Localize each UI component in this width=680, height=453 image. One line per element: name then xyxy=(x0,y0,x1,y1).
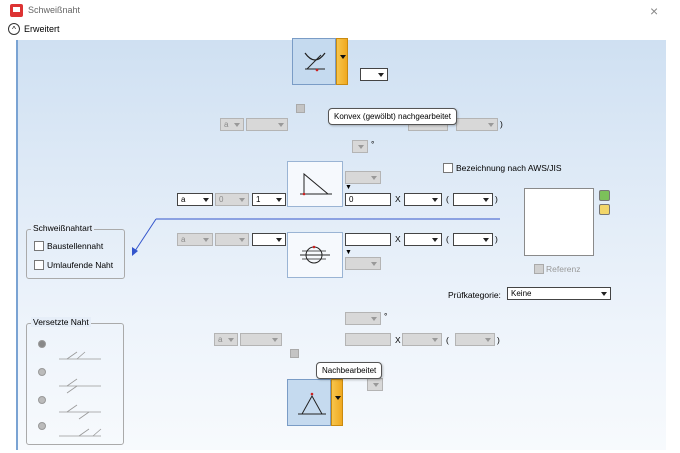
bottom-spacing-combo[interactable] xyxy=(455,333,495,346)
top-angle-combo[interactable] xyxy=(352,140,368,153)
offset-weld-group xyxy=(26,323,124,445)
convex-fillet-weld-icon xyxy=(304,52,326,72)
upper-symbol-arrow-icon[interactable]: ▼ xyxy=(345,184,352,191)
top-degree-sign: ° xyxy=(371,139,375,149)
weld-type-group: Baustellennaht Umlaufende Naht xyxy=(26,229,125,279)
top-weld-symbol-button[interactable] xyxy=(292,38,336,85)
offset-weld-diagrams-icon xyxy=(59,351,102,437)
top-extra-dropdown[interactable] xyxy=(360,68,388,81)
app-icon xyxy=(10,4,23,17)
upper-length-field[interactable]: 0 xyxy=(345,193,391,206)
referenz-checkbox[interactable] xyxy=(534,264,544,274)
upper-weld-symbol-button[interactable] xyxy=(287,161,343,207)
aws-label: Bezeichnung nach AWS/JIS xyxy=(456,163,562,173)
upper-paren-open: ( xyxy=(446,194,449,204)
bottom-checkbox[interactable] xyxy=(290,349,299,358)
baustellennaht-checkbox[interactable] xyxy=(34,241,44,251)
lower-spacing-combo[interactable] xyxy=(453,233,493,246)
upper-one-combo[interactable]: 1 xyxy=(252,193,286,206)
bottom-a-combo[interactable]: a xyxy=(214,333,238,346)
upper-angle-combo[interactable] xyxy=(345,171,381,184)
bottom-angle-combo[interactable] xyxy=(345,312,381,325)
tooltip-nachbearbeitet: Nachbearbeitet xyxy=(316,362,383,379)
pruefkategorie-label: Prüfkategorie: xyxy=(448,290,501,300)
advanced-label: Erweitert xyxy=(24,24,60,34)
bottom-symbol-dropdown[interactable] xyxy=(331,379,343,426)
top-checkbox[interactable] xyxy=(296,104,305,113)
tooltip-convex: Konvex (gewölbt) nachgearbeitet xyxy=(328,108,457,125)
offset-weld-title: Versetzte Naht xyxy=(31,317,91,327)
top-spacing-combo[interactable] xyxy=(456,118,498,131)
lower-x-label: X xyxy=(395,234,401,244)
referenz-label: Referenz xyxy=(546,264,581,274)
title-bar: Schweißnaht × xyxy=(0,0,680,22)
chevron-up-icon: ^ xyxy=(8,23,20,35)
lower-count-combo[interactable] xyxy=(404,233,442,246)
top-paren-close: ) xyxy=(500,119,503,129)
bottom-extra-combo[interactable] xyxy=(367,378,383,391)
lower-n-combo[interactable] xyxy=(215,233,249,246)
lower-one-combo[interactable] xyxy=(252,233,286,246)
upper-paren-close: ) xyxy=(495,194,498,204)
lower-length-field[interactable] xyxy=(345,233,391,246)
upper-count-combo[interactable] xyxy=(404,193,442,206)
fillet-weld-icon xyxy=(300,172,332,196)
umlaufende-naht-label: Umlaufende Naht xyxy=(47,260,114,270)
bottom-x-label: X xyxy=(395,335,401,345)
lower-paren-close: ) xyxy=(495,234,498,244)
baustellennaht-label: Baustellennaht xyxy=(47,241,104,251)
bottom-length-field[interactable] xyxy=(345,333,391,346)
bottom-paren-close: ) xyxy=(497,335,500,345)
add-plus-icon[interactable] xyxy=(599,190,610,201)
left-border xyxy=(16,40,18,450)
finished-weld-icon xyxy=(298,392,326,415)
offset-option-3-radio[interactable] xyxy=(38,396,46,404)
preview-box xyxy=(524,188,594,256)
lower-angle-combo[interactable] xyxy=(345,257,381,270)
lower-paren-open: ( xyxy=(446,234,449,244)
umlaufende-naht-checkbox[interactable] xyxy=(34,260,44,270)
close-icon[interactable]: × xyxy=(650,3,659,19)
upper-spacing-combo[interactable] xyxy=(453,193,493,206)
top-a-combo[interactable]: a xyxy=(220,118,244,131)
bottom-count-combo[interactable] xyxy=(402,333,442,346)
bottom-weld-symbol-button[interactable] xyxy=(287,379,331,426)
upper-x-label: X xyxy=(395,194,401,204)
weld-type-title: Schweißnahtart xyxy=(31,223,95,233)
bottom-degree-sign: ° xyxy=(384,311,388,321)
top-symbol-dropdown[interactable] xyxy=(336,38,348,85)
offset-option-4-radio[interactable] xyxy=(38,422,46,430)
pruefkategorie-select[interactable]: Keine xyxy=(507,287,611,300)
lower-a-combo[interactable]: a xyxy=(177,233,213,246)
reference-leader-line xyxy=(132,218,500,256)
bottom-paren-open: ( xyxy=(446,335,449,345)
bottom-value-combo[interactable] xyxy=(240,333,282,346)
lower-symbol-arrow-icon[interactable]: ▼ xyxy=(345,249,352,256)
top-value-combo[interactable] xyxy=(246,118,288,131)
upper-n-combo[interactable]: 0 xyxy=(215,193,249,206)
upper-a-combo[interactable]: a xyxy=(177,193,213,206)
offset-option-1-radio[interactable] xyxy=(38,340,46,348)
seam-weld-icon xyxy=(300,245,330,264)
lower-weld-symbol-button[interactable] xyxy=(287,232,343,278)
aws-checkbox[interactable] xyxy=(443,163,453,173)
offset-option-2-radio[interactable] xyxy=(38,368,46,376)
star-icon[interactable] xyxy=(599,204,610,215)
window-title: Schweißnaht xyxy=(28,5,81,15)
